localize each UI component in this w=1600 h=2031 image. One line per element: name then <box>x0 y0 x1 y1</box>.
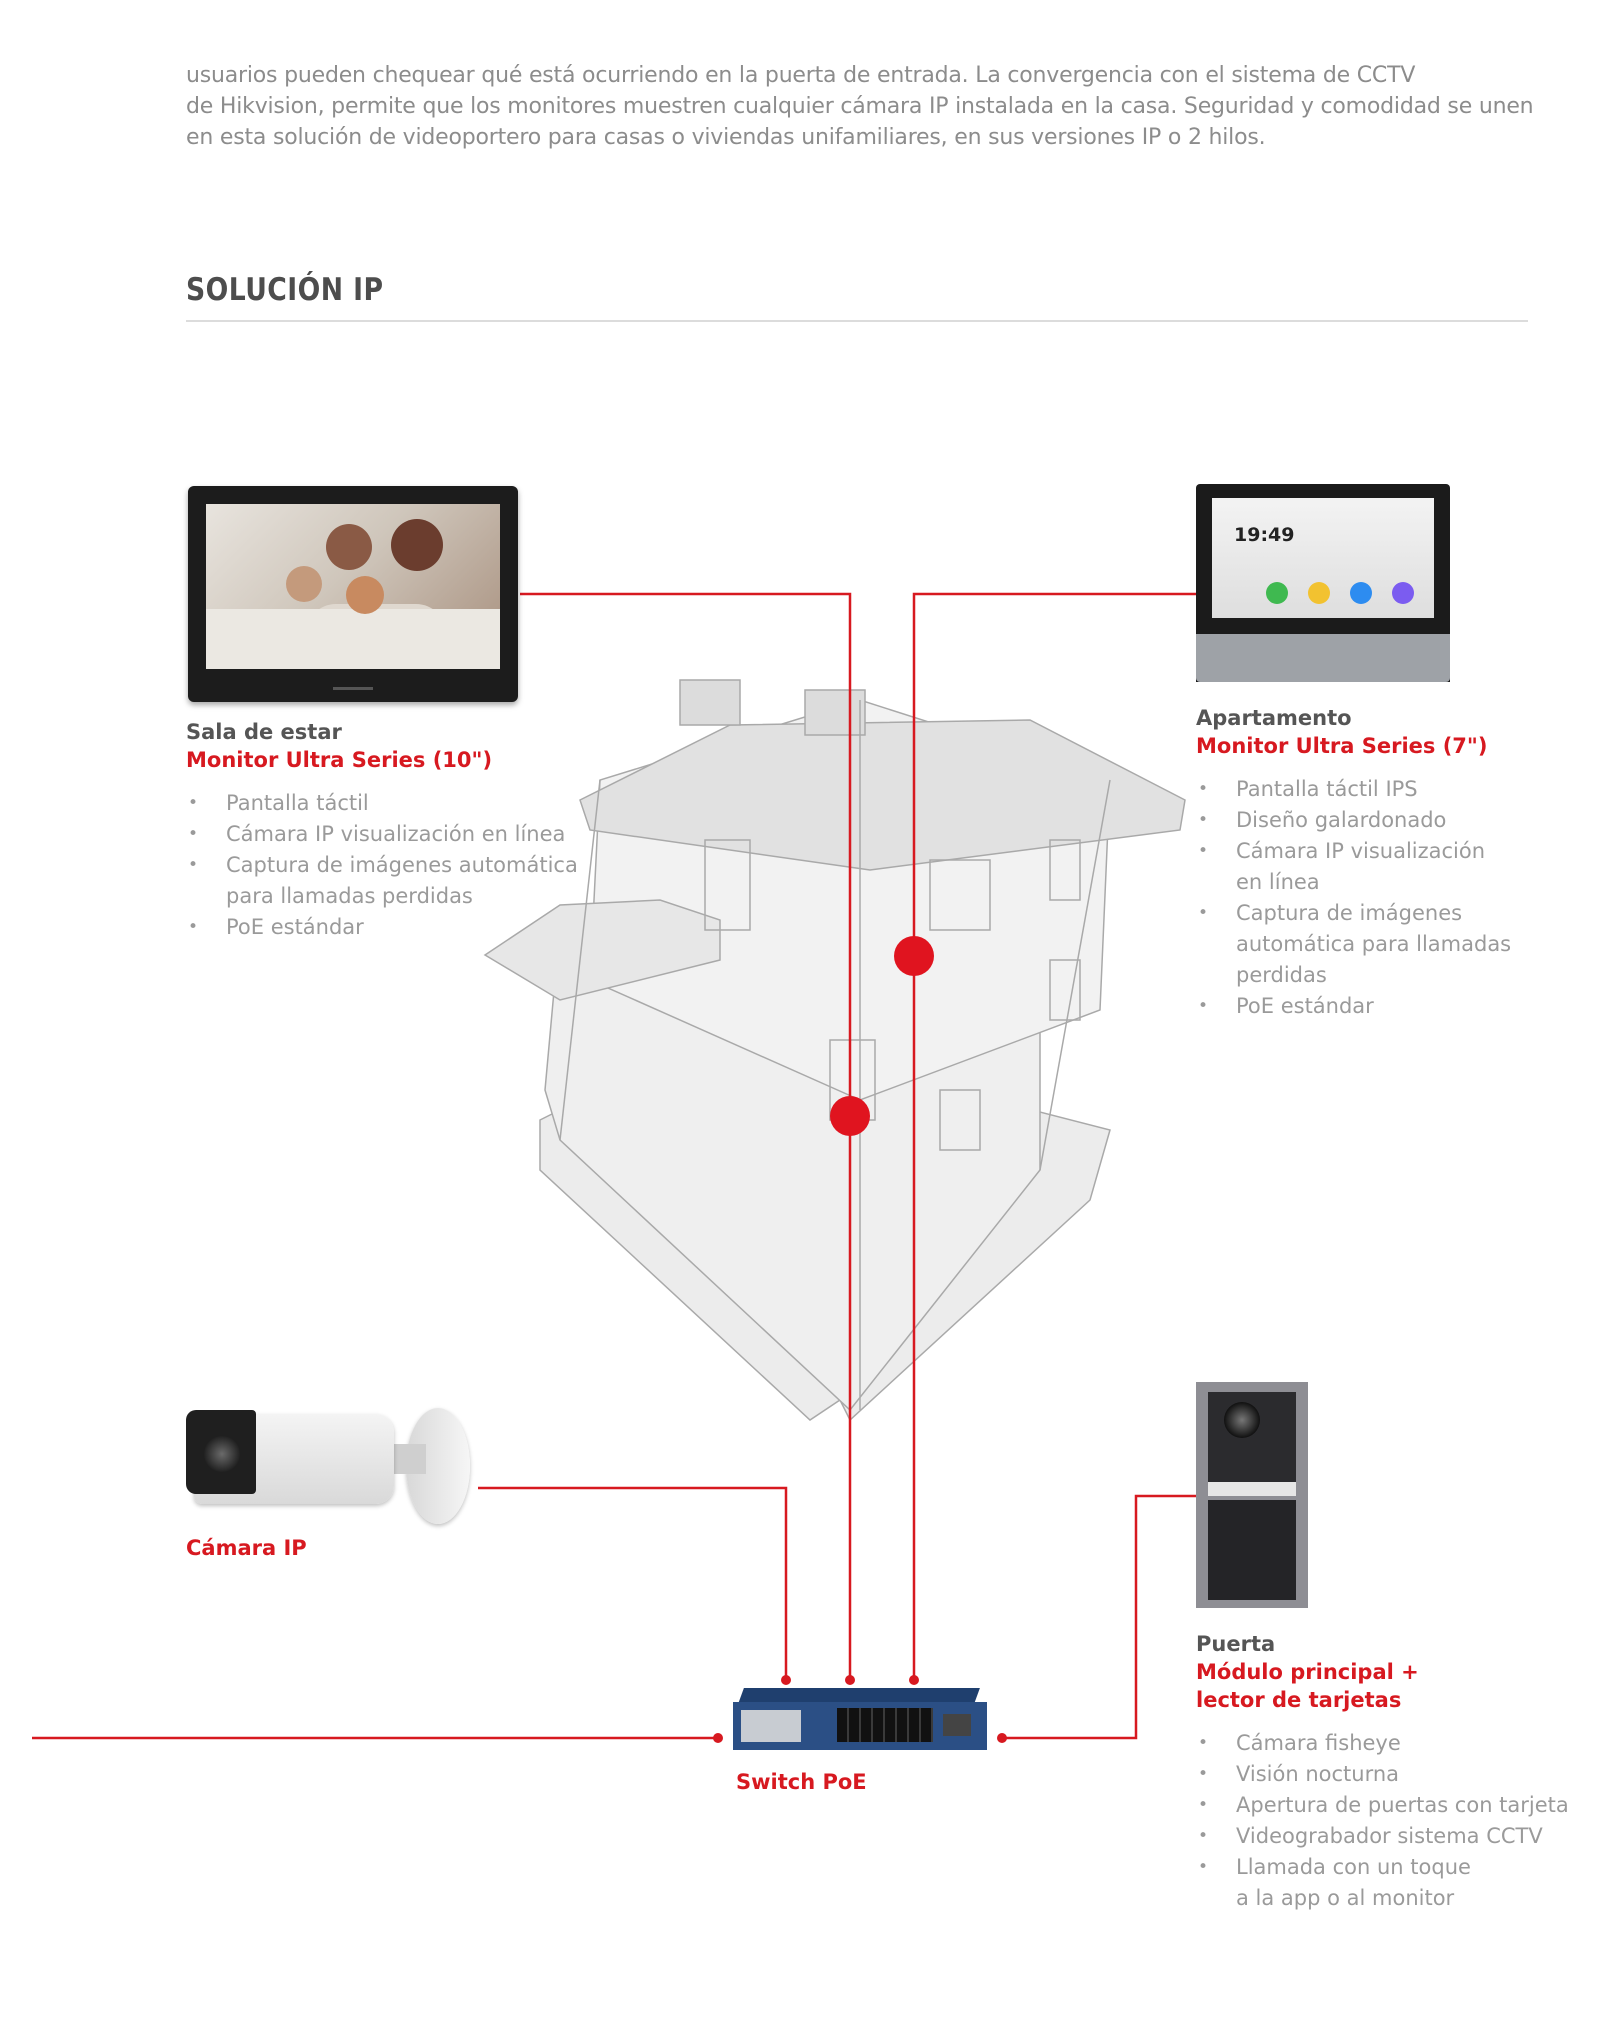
house-window <box>929 859 991 931</box>
house-chimney <box>679 679 741 726</box>
port-dot <box>909 1675 919 1685</box>
junction-dot <box>830 1096 870 1136</box>
junction-dot <box>894 936 934 976</box>
feature-list: Cámara fisheye Visión nocturna Apertura … <box>1196 1728 1576 1914</box>
line-living-room <box>520 592 852 1680</box>
door-block: Puerta Módulo principal + lector de tarj… <box>1196 1630 1576 1914</box>
feature-item: Pantalla táctil <box>186 788 606 819</box>
door-station-image <box>1196 1382 1308 1608</box>
feature-item: Llamada con un toque <box>1196 1852 1576 1883</box>
product-label: lector de tarjetas <box>1196 1688 1402 1712</box>
monitor-7-image: 19:49 <box>1196 484 1450 682</box>
feature-item: Videograbador sistema CCTV <box>1196 1821 1576 1852</box>
port-dot <box>781 1675 791 1685</box>
house-edge <box>1039 779 1111 1171</box>
house-window <box>1049 839 1081 901</box>
camera-label: Cámara IP <box>186 1536 307 1560</box>
feature-item-continued: a la app o al monitor <box>1236 1886 1455 1910</box>
monitor-screen <box>206 504 500 669</box>
feature-item: Captura de imágenes <box>1196 898 1556 929</box>
house-door <box>939 1089 981 1151</box>
product-label: Monitor Ultra Series (10") <box>186 748 493 772</box>
house-roof <box>579 719 1186 871</box>
feature-item: Visión nocturna <box>1196 1759 1576 1790</box>
feature-item-continued: para llamadas perdidas <box>226 884 473 908</box>
feature-item: Pantalla táctil IPS <box>1196 774 1556 805</box>
ip-camera-image <box>186 1400 476 1530</box>
line-apartment <box>912 592 1196 1680</box>
apartment-block: Apartamento Monitor Ultra Series (7") Pa… <box>1196 704 1556 1022</box>
intro-line: en esta solución de videoportero para ca… <box>186 125 1266 150</box>
switch-label: Switch PoE <box>736 1770 867 1794</box>
port-dot <box>713 1733 723 1743</box>
house-window <box>1049 959 1081 1021</box>
feature-item-continued: en línea <box>1236 870 1320 894</box>
connection-lines <box>32 592 1196 1740</box>
line-camera <box>478 1486 788 1680</box>
intro-line: de Hikvision, permite que los monitores … <box>186 94 1534 119</box>
poe-switch-image <box>733 1688 987 1754</box>
feature-item: Cámara IP visualización <box>1196 836 1556 867</box>
clock-time: 19:49 <box>1234 524 1295 546</box>
house-wireframe <box>483 679 1186 1422</box>
feature-item: Diseño galardonado <box>1196 805 1556 836</box>
house-window <box>704 839 751 931</box>
feature-item: Captura de imágenes automática <box>186 850 606 881</box>
intro-line: usuarios pueden chequear qué está ocurri… <box>186 63 1416 88</box>
feature-item: PoE estándar <box>186 912 606 943</box>
section-divider <box>186 320 1528 322</box>
port-dot <box>845 1675 855 1685</box>
feature-item: Apertura de puertas con tarjeta <box>1196 1790 1576 1821</box>
feature-item: Cámara fisheye <box>1196 1728 1576 1759</box>
monitor-10-image <box>188 486 518 702</box>
house-chimney <box>804 689 866 736</box>
feature-item: Cámara IP visualización en línea <box>186 819 606 850</box>
section-title: SOLUCIÓN IP <box>186 272 384 308</box>
monitor-screen: 19:49 <box>1212 498 1434 618</box>
port-dot <box>997 1733 1007 1743</box>
product-label: Monitor Ultra Series (7") <box>1196 734 1488 758</box>
intro-paragraph: usuarios pueden chequear qué está ocurri… <box>186 60 1546 153</box>
room-label: Puerta <box>1196 1632 1276 1656</box>
room-label: Sala de estar <box>186 720 342 744</box>
product-label: Módulo principal + <box>1196 1660 1419 1684</box>
feature-item: PoE estándar <box>1196 991 1556 1022</box>
line-door <box>1002 1494 1196 1740</box>
room-label: Apartamento <box>1196 706 1352 730</box>
living-room-block: Sala de estar Monitor Ultra Series (10")… <box>186 718 606 943</box>
feature-item-continued: automática para llamadas <box>1236 932 1512 956</box>
feature-list: Pantalla táctil Cámara IP visualización … <box>186 788 606 943</box>
feature-list: Pantalla táctil IPS Diseño galardonado C… <box>1196 774 1556 1022</box>
feature-item-continued: perdidas <box>1236 963 1327 987</box>
